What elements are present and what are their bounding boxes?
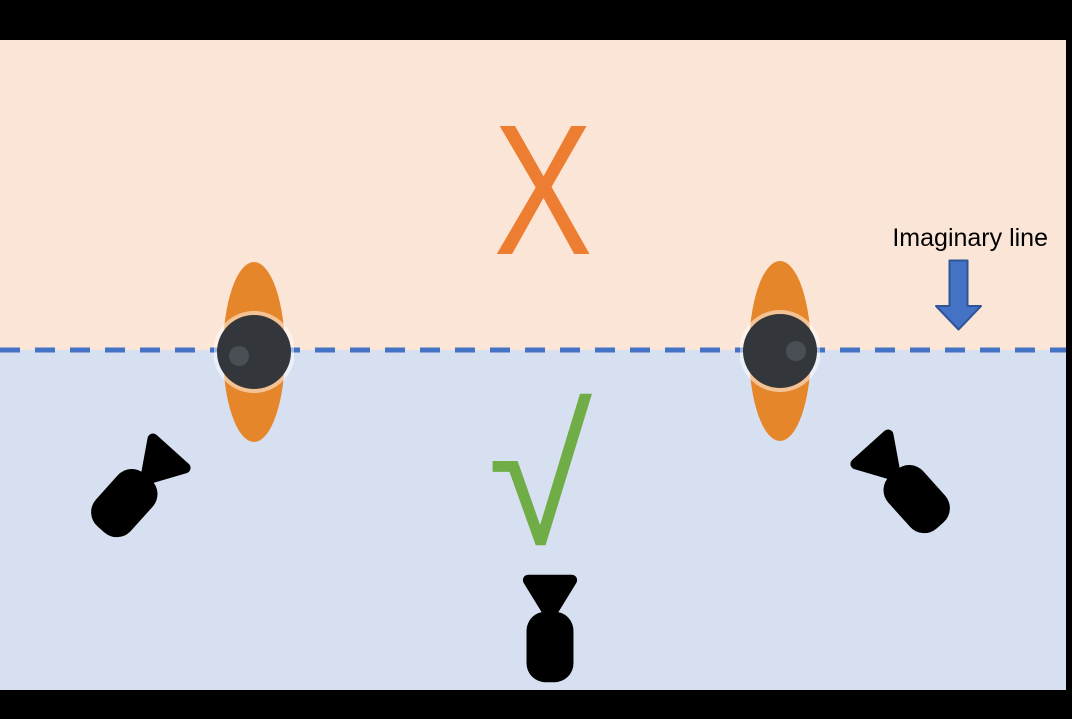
camera-forbidden-zone: [0, 40, 1066, 350]
imaginary-line-label: Imaginary line: [892, 224, 1048, 252]
allowed-side-mark-glyph: √: [487, 373, 593, 585]
camera-left-icon: [91, 433, 191, 538]
allowed-side-mark: √: [467, 384, 613, 574]
camera-right-icon: [850, 429, 950, 534]
actor-right-nose: [786, 341, 806, 361]
camera-right-lens: [850, 429, 901, 482]
imaginary-line: [0, 347, 1066, 353]
letterbox-right-bar: [1066, 0, 1072, 719]
actor-left: [214, 262, 294, 442]
actor-right-head: [743, 314, 817, 388]
camera-center-icon: [522, 574, 578, 683]
down-arrow-shape: [935, 259, 982, 331]
camera-center-lens: [522, 574, 578, 621]
wrong-side-mark-glyph: X: [493, 87, 593, 294]
camera-left-body: [91, 469, 158, 538]
diagram-canvas: X √ Imaginary line: [0, 40, 1066, 690]
actor-left-nose: [229, 346, 249, 366]
actor-left-head: [217, 315, 291, 389]
letterbox-bottom-bar: [0, 690, 1072, 719]
actor-right-head-gap: [740, 310, 820, 392]
camera-right-body: [883, 465, 950, 534]
wrong-side-mark: X: [470, 98, 616, 284]
camera-center-body: [526, 611, 574, 683]
actor-right: [740, 261, 820, 441]
actor-left-head-gap: [214, 311, 294, 393]
camera-left-lens: [140, 433, 191, 486]
down-arrow-icon: [934, 259, 983, 336]
letterbox-top-bar: [0, 0, 1072, 40]
